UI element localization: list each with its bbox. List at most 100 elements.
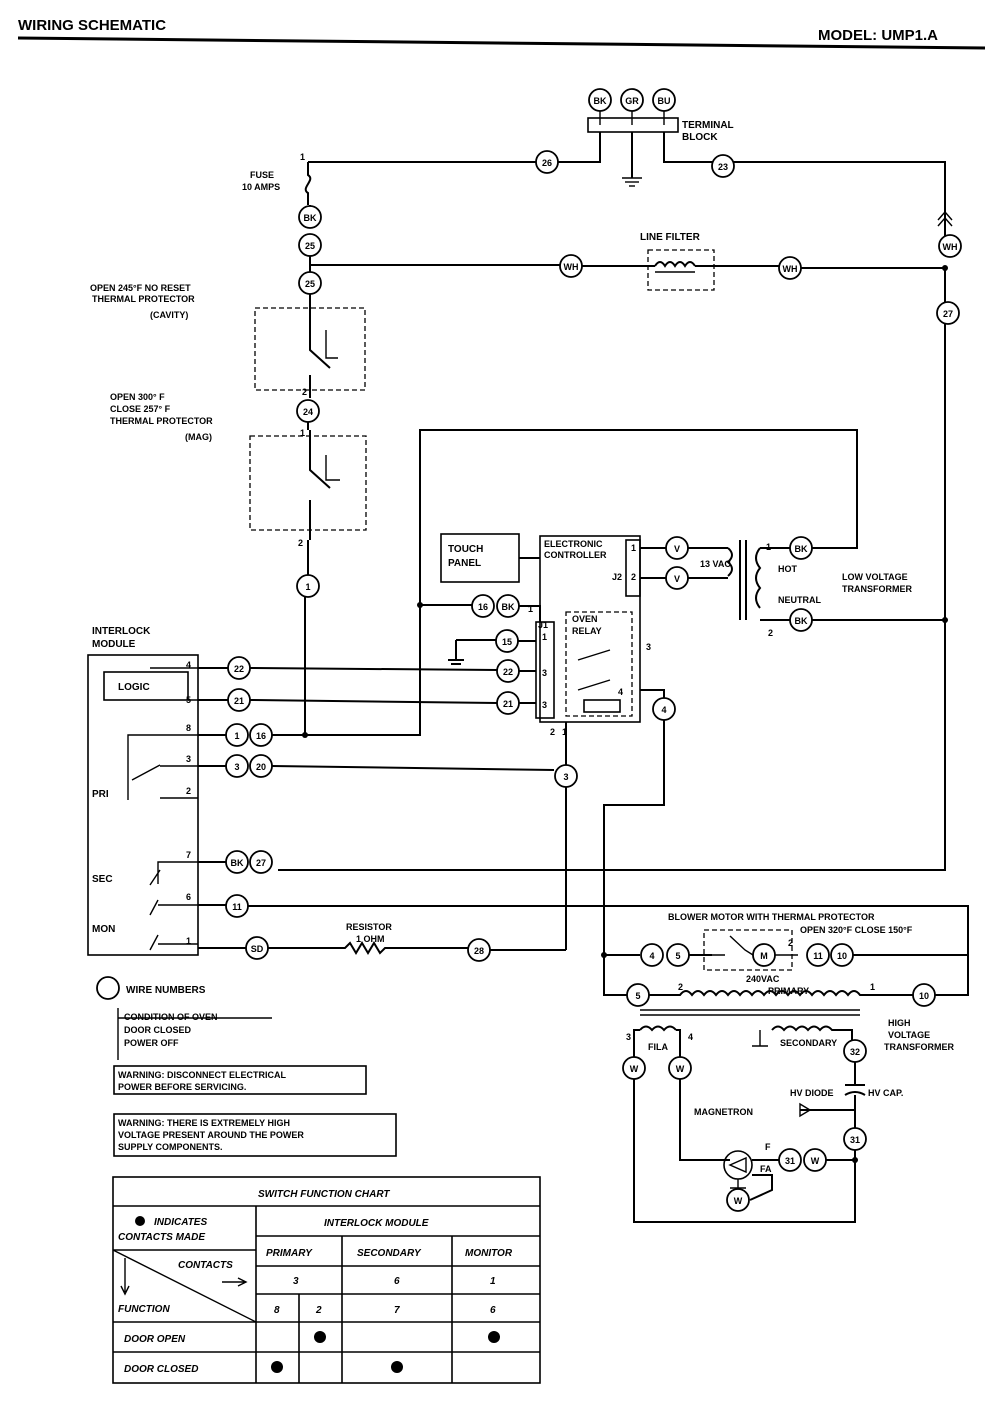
svg-text:31: 31	[785, 1156, 795, 1166]
svg-text:25: 25	[305, 279, 315, 289]
svg-text:2: 2	[631, 572, 636, 582]
svg-text:SD: SD	[251, 944, 264, 954]
svg-text:2: 2	[550, 727, 555, 737]
contact-made-dot	[488, 1331, 500, 1343]
svg-text:J2: J2	[612, 572, 622, 582]
svg-text:6: 6	[490, 1305, 496, 1316]
wire-number-10b	[912, 983, 936, 1007]
svg-text:11: 11	[813, 951, 823, 961]
svg-text:MAGNETRON: MAGNETRON	[694, 1107, 753, 1117]
svg-text:10: 10	[919, 991, 929, 1001]
svg-text:THERMAL PROTECTOR: THERMAL PROTECTOR	[110, 416, 213, 426]
wire-number-31a	[843, 1127, 867, 1151]
high-voltage-transformer: HIGH VOLTAGE TRANSFORMER 3 4 FILA SECOND…	[626, 1018, 954, 1052]
svg-text:1: 1	[305, 582, 310, 592]
svg-text:GR: GR	[625, 96, 639, 106]
wire-w-d	[726, 1188, 750, 1212]
svg-text:INTERLOCK: INTERLOCK	[92, 626, 151, 637]
svg-text:TRANSFORMER: TRANSFORMER	[884, 1042, 954, 1052]
svg-text:VOLTAGE: VOLTAGE	[888, 1030, 930, 1040]
svg-text:4: 4	[186, 660, 191, 670]
contact-made-dot	[271, 1361, 283, 1373]
svg-text:BLOWER MOTOR WITH THERMAL PROT: BLOWER MOTOR WITH THERMAL PROTECTOR	[668, 912, 875, 922]
blower-motor: BLOWER MOTOR WITH THERMAL PROTECTOR OPEN…	[668, 912, 913, 984]
svg-text:BK: BK	[795, 544, 808, 554]
svg-text:BK: BK	[502, 602, 515, 612]
svg-text:HOT: HOT	[778, 564, 798, 574]
svg-text:21: 21	[234, 696, 244, 706]
svg-text:2: 2	[186, 786, 191, 796]
svg-text:BLOCK: BLOCK	[682, 132, 718, 143]
contact-made-dot	[391, 1361, 403, 1373]
svg-text:22: 22	[234, 664, 244, 674]
svg-text:3: 3	[293, 1276, 299, 1287]
svg-text:LOW VOLTAGE: LOW VOLTAGE	[842, 572, 908, 582]
wire-bk-27	[225, 850, 249, 874]
svg-text:240VAC: 240VAC	[746, 974, 780, 984]
wire-number-1a	[296, 574, 320, 598]
svg-text:1: 1	[234, 731, 239, 741]
cavity-thermal-protector: OPEN 245°F NO RESET THERMAL PROTECTOR (C…	[90, 283, 366, 398]
svg-text:WARNING: DISCONNECT ELECTRICAL: WARNING: DISCONNECT ELECTRICAL	[118, 1070, 286, 1080]
svg-text:1: 1	[631, 543, 636, 553]
wire-number-31b	[778, 1148, 802, 1172]
svg-text:TERMINAL: TERMINAL	[682, 120, 734, 131]
svg-text:WARNING: THERE IS EXTREMELY HI: WARNING: THERE IS EXTREMELY HIGH	[118, 1118, 290, 1128]
svg-text:PRIMARY: PRIMARY	[266, 1248, 313, 1259]
svg-text:2: 2	[768, 628, 773, 638]
svg-text:6: 6	[394, 1276, 400, 1287]
svg-text:3: 3	[646, 642, 651, 652]
svg-text:23: 23	[718, 162, 728, 172]
svg-text:W: W	[734, 1196, 743, 1206]
svg-text:OPEN 245°F NO RESET: OPEN 245°F NO RESET	[90, 283, 191, 293]
svg-text:FA: FA	[760, 1164, 772, 1174]
svg-text:24: 24	[303, 407, 313, 417]
wire-line-23	[663, 132, 946, 215]
svg-text:ELECTRONIC: ELECTRONIC	[544, 539, 603, 549]
svg-text:BK: BK	[795, 616, 808, 626]
terminal-block: BK GR BU TERMINAL BLOCK	[587, 88, 734, 187]
svg-text:CONTACTS MADE: CONTACTS MADE	[118, 1232, 205, 1243]
warning-disconnect: WARNING: DISCONNECT ELECTRICAL POWER BEF…	[113, 1065, 367, 1095]
svg-text:INDICATES: INDICATES	[154, 1217, 207, 1228]
svg-text:BK: BK	[594, 96, 607, 106]
wire-number-11b	[806, 943, 830, 967]
wire-number-27	[936, 301, 960, 325]
wire-number-26	[535, 150, 559, 174]
svg-text:PRIMARY: PRIMARY	[768, 986, 809, 996]
svg-text:3: 3	[542, 700, 547, 710]
warning-high-voltage: WARNING: THERE IS EXTREMELY HIGH VOLTAGE…	[113, 1113, 397, 1157]
svg-text:15: 15	[502, 637, 512, 647]
svg-text:NEUTRAL: NEUTRAL	[778, 595, 821, 605]
svg-text:(MAG): (MAG)	[185, 432, 212, 442]
svg-text:WIRE NUMBERS: WIRE NUMBERS	[126, 985, 206, 996]
svg-text:10 AMPS: 10 AMPS	[242, 182, 280, 192]
svg-text:HV DIODE: HV DIODE	[790, 1088, 834, 1098]
svg-text:INTERLOCK MODULE: INTERLOCK MODULE	[324, 1218, 429, 1229]
svg-text:VOLTAGE PRESENT AROUND THE POW: VOLTAGE PRESENT AROUND THE POWER	[118, 1130, 304, 1140]
hv-primary-winding: 2 PRIMARY 1	[640, 982, 913, 1016]
touch-panel: TOUCH PANEL	[440, 533, 540, 583]
svg-text:DOOR CLOSED: DOOR CLOSED	[124, 1364, 198, 1375]
wire-number-23	[711, 154, 735, 178]
wire-number-4b	[640, 943, 664, 967]
svg-text:CLOSE 257° F: CLOSE 257° F	[110, 404, 171, 414]
svg-text:POWER OFF: POWER OFF	[124, 1038, 179, 1048]
svg-text:TOUCH: TOUCH	[448, 544, 483, 555]
contact-made-dot	[314, 1331, 326, 1343]
svg-text:4: 4	[618, 687, 623, 697]
svg-text:32: 32	[850, 1047, 860, 1057]
svg-text:BK: BK	[304, 213, 317, 223]
svg-text:SECONDARY: SECONDARY	[357, 1248, 422, 1259]
svg-text:WH: WH	[943, 242, 958, 252]
svg-text:M: M	[760, 951, 768, 961]
svg-text:DOOR CLOSED: DOOR CLOSED	[124, 1025, 192, 1035]
wire-bk-hot	[789, 536, 813, 560]
svg-text:LINE FILTER: LINE FILTER	[640, 232, 701, 243]
svg-text:3: 3	[234, 762, 239, 772]
fuse: FUSE 10 AMPS 1	[242, 152, 312, 205]
svg-text:BU: BU	[658, 96, 671, 106]
svg-text:2: 2	[315, 1305, 322, 1316]
svg-text:16: 16	[256, 731, 266, 741]
svg-text:SECONDARY: SECONDARY	[780, 1038, 837, 1048]
